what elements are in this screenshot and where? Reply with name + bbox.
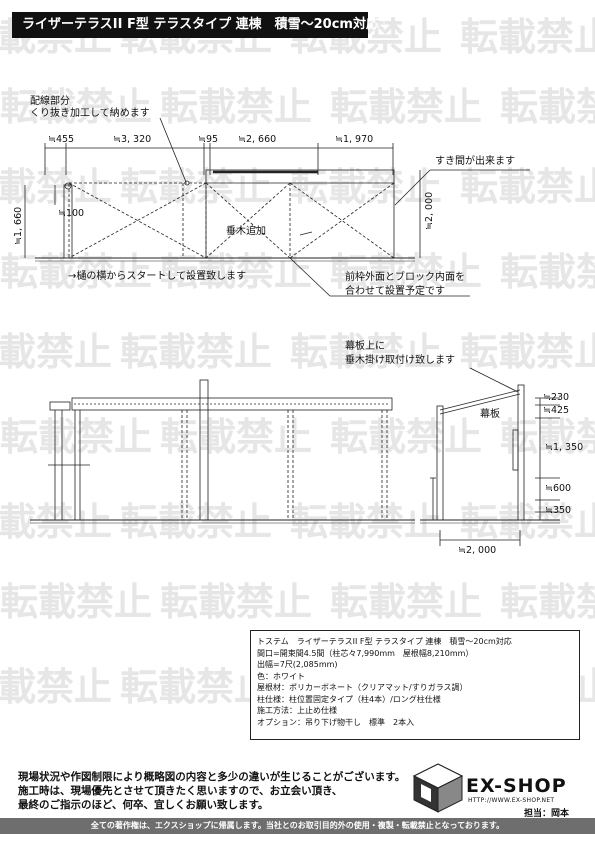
watermark-text: 転載禁止: [330, 85, 482, 129]
start-note: →樋の横からスタートして設置致します: [68, 271, 247, 282]
logo-url: HTTP://WWW.EX-SHOP.NET: [468, 797, 555, 804]
elevation-post: [199, 379, 209, 521]
watermark-text: 転載禁止: [160, 250, 312, 294]
watermark-text: 転載禁止: [0, 415, 152, 459]
watermark-text: 転載禁止: [120, 330, 272, 374]
note-line: 施工時は、現場優先とさせて頂きたく思いますので、お立会い頂き、: [18, 785, 343, 797]
wiring-note-2: くり抜き加工して納めます: [30, 108, 150, 119]
watermark-text: 転載禁止: [500, 415, 595, 459]
fascia-note-1: 幕板上に: [345, 341, 385, 352]
gap-note: すき間が出来ます: [435, 156, 515, 167]
ex-shop-logo-icon: [412, 763, 464, 813]
dim-2660: ≒2, 660: [238, 134, 277, 145]
watermark-text: 転載禁止: [0, 165, 112, 209]
watermark-text: 転載禁止: [160, 415, 312, 459]
fascia-note-2: 垂木掛け取付け致します: [345, 355, 455, 366]
watermark-text: 転載禁止: [330, 415, 482, 459]
wiring-note-1: 配線部分: [30, 96, 70, 107]
watermark-text: 転載禁止: [0, 85, 152, 129]
align-note-1: 前枠外面とブロック内面を: [345, 272, 465, 283]
watermark-text: 転載禁止: [460, 500, 595, 544]
watermark-text: 転載禁止: [290, 330, 442, 374]
dim-350: ≒350: [545, 505, 572, 516]
align-note-2: 合わせて設置予定です: [345, 286, 445, 297]
spec-line: 間口=開束間4.5間（柱芯々7,990mm 屋根幅8,210mm）: [257, 648, 474, 658]
dim-2000-side: ≒2, 000: [458, 545, 497, 556]
dim-3320: ≒3, 320: [113, 134, 152, 145]
watermark-text: 転載禁止: [460, 15, 595, 59]
logo-text: EX-SHOP: [466, 775, 567, 797]
spec-line: 屋根材：ポリカーボネート（クリアマット/すりガラス調）: [257, 683, 468, 692]
dim-600: ≒600: [545, 483, 572, 494]
spec-box: トステム ライザーテラスII F型 テラスタイプ 連棟 積雪〜20cm対応 間口…: [250, 630, 580, 740]
roof-unit-1: [68, 182, 207, 259]
page-title: ライザーテラスII F型 テラスタイプ 連棟 積雪〜20cm対応: [12, 12, 379, 38]
watermark-text: 転載禁止: [290, 500, 442, 544]
watermark-text: 転載禁止: [0, 580, 152, 624]
spec-line: トステム ライザーテラスII F型 テラスタイプ 連棟 積雪〜20cm対応: [257, 637, 512, 646]
watermark-text: 転載禁止: [500, 85, 595, 129]
spec-line: 柱仕様：柱位置固定タイプ（柱4本）/ロング柱仕様: [257, 694, 441, 704]
roof-unit-2: [205, 169, 395, 259]
post-added-note: 垂木追加: [226, 226, 266, 237]
fascia-label: 幕板: [480, 409, 500, 420]
spec-line: 色：ホワイト: [257, 671, 305, 681]
side-roof: [439, 389, 521, 411]
dim-100: ≒100: [58, 208, 85, 219]
copyright-footer: 全ての著作権は、エクスショップに帰属します。当社とのお取引目的外の使用・複製・転…: [0, 818, 595, 834]
spec-line: 施工方法：上止め仕様: [257, 706, 337, 715]
dim-95: ≒95: [198, 134, 219, 145]
dim-455: ≒455: [48, 134, 75, 145]
watermark-text: 転載禁止: [330, 580, 482, 624]
dim-425: ≒425: [543, 405, 570, 416]
watermark-text: 転載禁止: [160, 580, 312, 624]
note-line: 現場状況や作図制限により概略図の内容と多少の違いが生じることがございます。: [18, 771, 406, 783]
watermark-text: 転載禁止: [460, 330, 595, 374]
watermark-text: 転載禁止: [0, 330, 112, 374]
watermark-text: 転載禁止: [500, 580, 595, 624]
dim-1350: ≒1, 350: [545, 442, 584, 453]
watermark-text: 転載禁止: [160, 85, 312, 129]
watermark-text: 転載禁止: [120, 500, 272, 544]
spec-line: オプション：吊り下げ物干し 標準 2本入: [257, 717, 415, 727]
site-notes: 現場状況や作図制限により概略図の内容と多少の違いが生じることがございます。 施工…: [18, 770, 405, 812]
note-line: 最終のご指示のほど、何卒、宜しくお願い致します。: [18, 799, 269, 811]
watermark-text: 転載禁止: [330, 250, 482, 294]
watermark-text: 転載禁止: [0, 500, 112, 544]
dim-230: ≒230: [543, 392, 570, 403]
watermark-text: 転載禁止: [460, 165, 595, 209]
wiring-leader: [159, 117, 187, 183]
watermark-text: 転載禁止: [500, 250, 595, 294]
spec-line: 出幅=7尺(2,085mm): [257, 660, 338, 669]
staff-label: 担当：岡本: [524, 809, 570, 819]
dim-1970: ≒1, 970: [335, 134, 374, 145]
watermark-text: 転載禁止: [120, 665, 272, 709]
watermark-text: 転載禁止: [0, 665, 112, 709]
elevation-beam: [71, 397, 393, 411]
